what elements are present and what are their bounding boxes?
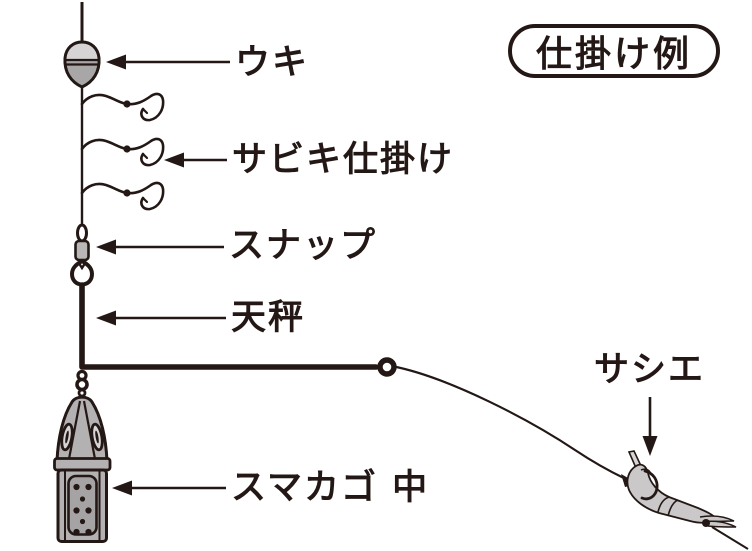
label-sabiki: サビキ仕掛け: [232, 140, 455, 180]
title-badge-label: 仕掛け例: [535, 34, 692, 75]
coupling-swivel-icon: [75, 369, 89, 398]
sabiki-hooks: [80, 92, 165, 211]
label-cage: スマカゴ 中: [231, 468, 430, 508]
label-snap: スナップ: [229, 226, 378, 266]
arrow-cage: [112, 480, 226, 496]
bait-shrimp-icon: [626, 450, 749, 550]
feeder-cage-icon: [53, 395, 112, 543]
title-badge: 仕掛け例: [508, 24, 720, 78]
arrow-tenbin: [96, 310, 226, 326]
label-tenbin: 天秤: [231, 298, 306, 338]
cage-holes: [73, 483, 92, 536]
arrow-float: [106, 54, 230, 70]
arrow-bait: [642, 397, 658, 456]
float-icon: [63, 40, 101, 89]
label-float: ウキ: [235, 43, 310, 83]
pointer-arrows: [96, 54, 658, 496]
snap-swivel-icon: [69, 223, 95, 287]
label-bait: サシエ: [594, 350, 706, 390]
tenbin-ring: [377, 357, 397, 377]
arrow-sabiki: [164, 152, 227, 168]
arrow-snap: [96, 239, 224, 255]
